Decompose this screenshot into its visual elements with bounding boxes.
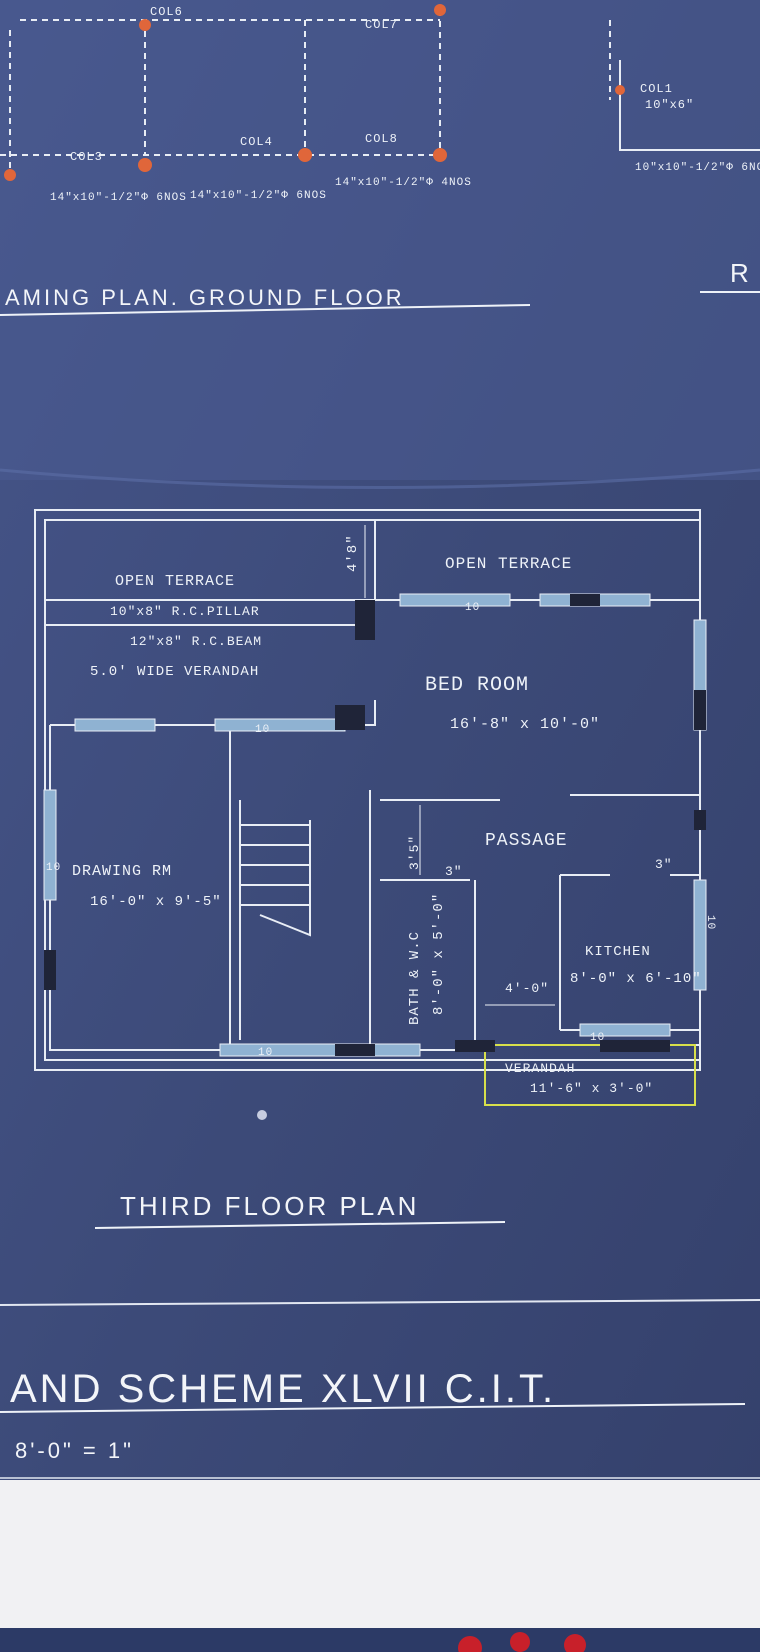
label-dim-3b: 3" — [655, 857, 673, 872]
label-kitchen: KITCHEN — [585, 944, 651, 960]
label-window-bottom: 10 — [258, 1047, 273, 1059]
label-open-terrace-right: OPEN TERRACE — [445, 555, 572, 573]
label-beam-3: 14"x10"-1/2"Φ 4NOS — [335, 177, 472, 189]
label-dim-3-5: 3'5" — [407, 835, 422, 870]
framing-plan-right-letter: R — [730, 258, 752, 288]
scale-note: 8'-0" = 1" — [15, 1438, 134, 1463]
label-verandah-wide: 5.0' WIDE VERANDAH — [90, 664, 259, 680]
label-window-right: 10 — [704, 915, 716, 930]
paper-margin — [0, 1480, 760, 1630]
staircase — [240, 820, 311, 937]
label-open-terrace-left: OPEN TERRACE — [115, 573, 235, 590]
label-window-mid: 10 — [255, 724, 270, 736]
label-drawing-room: DRAWING RM — [72, 863, 172, 880]
label-col7: COL7 — [365, 18, 398, 32]
label-verandah: VERANDAH — [505, 1061, 575, 1076]
scheme-title: AND SCHEME XLVII C.I.T. — [10, 1367, 556, 1411]
label-beam: 12"x8" R.C.BEAM — [130, 634, 262, 649]
framing-plan-title: AMING PLAN. GROUND FLOOR — [5, 285, 405, 310]
label-col4: COL4 — [240, 135, 273, 149]
label-beam-4: 10"x10"-1/2"Φ 6NOS — [635, 162, 760, 174]
label-drawing-room-size: 16'-0" x 9'-5" — [90, 894, 222, 910]
label-kitchen-size: 8'-0" x 6'-10" — [570, 971, 702, 987]
label-col8: COL8 — [365, 132, 398, 146]
label-passage: PASSAGE — [485, 831, 568, 851]
label-col1: COL1 — [640, 82, 673, 96]
third-floor-title: THIRD FLOOR PLAN — [120, 1191, 419, 1221]
label-col1-size: 10"x6" — [645, 98, 694, 112]
verandah-outline — [484, 1044, 696, 1106]
label-bed-room-size: 16'-8" x 10'-0" — [450, 716, 600, 733]
label-bed-room: BED ROOM — [425, 674, 529, 697]
carpet-strip — [0, 1628, 760, 1652]
label-col6: COL6 — [150, 5, 183, 19]
label-beam-1: 14"x10"-1/2"Φ 6NOS — [50, 192, 187, 204]
label-window-left: 10 — [46, 862, 61, 874]
label-pillar: 10"x8" R.C.PILLAR — [110, 604, 260, 619]
label-dim-3a: 3" — [445, 864, 463, 879]
title-block: AND SCHEME XLVII C.I.T. 8'-0" = 1" — [0, 1299, 760, 1479]
label-col3: COL3 — [70, 150, 103, 164]
label-window-kitchen: 10 — [590, 1032, 605, 1044]
label-window-top: 10 — [465, 602, 480, 614]
label-dim-4-0: 4'-0" — [505, 981, 549, 996]
label-beam-2: 14"x10"-1/2"Φ 6NOS — [190, 190, 327, 202]
label-bath-size: 8'-0" x 5'-0" — [431, 893, 447, 1015]
label-terrace-depth: 4'8" — [345, 534, 361, 572]
third-floor-plan: OPEN TERRACE 10"x8" R.C.PILLAR 12"x8" R.… — [34, 509, 716, 1229]
framing-plan: COL6 COL7 COL4 COL8 COL3 COL1 14"x10"-1/… — [0, 4, 760, 316]
label-verandah-size: 11'-6" x 3'-0" — [530, 1081, 653, 1096]
label-bath: BATH & W.C — [407, 931, 423, 1025]
